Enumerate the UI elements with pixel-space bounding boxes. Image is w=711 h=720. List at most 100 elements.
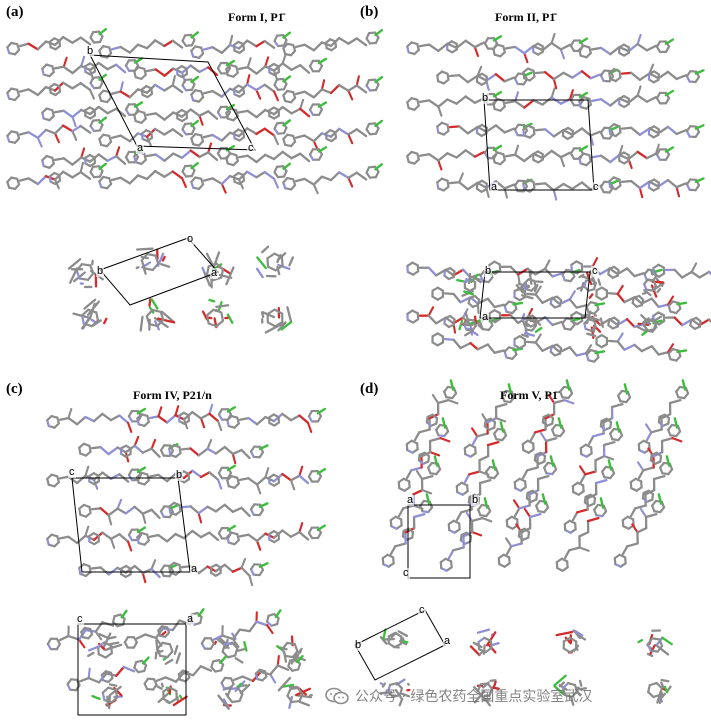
molecule <box>637 379 690 454</box>
molecule <box>78 498 179 526</box>
molecule <box>436 65 533 91</box>
panel-c-upper-axis-a: a <box>190 563 199 575</box>
unit-cell <box>99 237 219 306</box>
molecule <box>168 501 269 524</box>
molecule-stack <box>379 678 411 707</box>
panel-a-label: (a) <box>6 4 24 20</box>
molecule-stack <box>135 247 171 275</box>
molecule <box>282 28 384 57</box>
molecule <box>613 493 666 568</box>
molecule <box>41 101 144 128</box>
molecule <box>46 407 147 433</box>
molecule <box>522 67 619 90</box>
molecule <box>463 383 516 458</box>
molecule <box>439 497 493 572</box>
panel-d-label: (d) <box>360 381 379 397</box>
molecule-stack <box>473 679 500 707</box>
molecule-stack <box>456 272 482 297</box>
molecule <box>608 123 705 139</box>
molecule <box>436 172 533 199</box>
molecule <box>6 161 108 191</box>
molecule-stack <box>647 678 672 705</box>
molecule <box>492 144 589 168</box>
molecule-stack <box>201 251 235 289</box>
molecule <box>431 332 524 360</box>
molecule <box>225 146 328 167</box>
panel-a-lower-axis-o: o <box>186 233 195 245</box>
molecule <box>578 85 675 110</box>
molecule <box>282 75 384 104</box>
molecule <box>652 262 711 279</box>
molecule <box>563 459 616 534</box>
panel-d-lower-axis-c: c <box>418 604 426 616</box>
molecule <box>595 284 688 315</box>
molecule <box>405 379 459 454</box>
panel-c-label: (c) <box>6 381 23 397</box>
panel-a-lower-axis-b: b <box>96 265 105 277</box>
panel-b-lower-axis-b: b <box>484 265 493 277</box>
molecule <box>168 438 269 465</box>
panel-b-upper-axis-a: a <box>490 181 499 193</box>
molecule <box>406 35 503 58</box>
molecule <box>608 63 705 84</box>
molecule <box>6 28 108 56</box>
molecule <box>571 421 624 496</box>
molecule <box>98 31 200 59</box>
molecule-stack <box>155 682 188 707</box>
molecule <box>555 497 608 572</box>
molecule <box>78 435 179 463</box>
panel-d-lower-axis-b: b <box>354 639 363 651</box>
molecule-stack <box>91 683 124 710</box>
molecule-stack <box>641 270 665 298</box>
molecule <box>98 162 200 190</box>
molecule <box>226 407 327 433</box>
panel-a-lower-axis-a: a <box>210 267 219 279</box>
molecule <box>608 176 705 199</box>
molecule-stack <box>635 314 663 336</box>
molecule <box>436 121 533 137</box>
molecule-stack <box>581 310 605 339</box>
molecule <box>578 33 675 59</box>
molecule <box>629 417 683 492</box>
panel-a-title: Form I, P1̄ <box>228 10 284 24</box>
molecule-stack <box>67 258 104 289</box>
unit-cell <box>407 504 471 579</box>
molecule <box>6 73 108 102</box>
molecule <box>46 525 147 552</box>
molecule-stack <box>469 628 500 657</box>
molecule <box>78 559 179 584</box>
unit-cell <box>479 271 591 319</box>
molecule <box>226 522 327 551</box>
molecule <box>282 163 384 195</box>
molecule-stack <box>515 270 544 300</box>
molecule <box>282 119 384 151</box>
molecule <box>497 493 550 568</box>
molecule <box>513 285 606 315</box>
watermark-text: 公众号 · 绿色农药全国重点实验室武汉 <box>355 689 593 705</box>
molecule <box>579 383 632 458</box>
molecule <box>652 311 711 330</box>
molecule <box>136 524 237 546</box>
molecule-stack <box>379 628 409 649</box>
panel-b-label: (b) <box>360 4 379 20</box>
watermark: 公众号 · 绿色农药全国重点实验室武汉 <box>325 686 592 706</box>
molecule <box>220 654 304 690</box>
molecule <box>225 53 328 81</box>
molecule <box>389 455 442 530</box>
panel-d-lower-axis-a: a <box>443 635 452 647</box>
molecule <box>41 55 144 81</box>
panel-a-upper-axis-c: c <box>247 142 255 154</box>
molecule <box>168 557 269 587</box>
molecule <box>505 455 558 530</box>
molecule <box>133 59 236 83</box>
molecule-stack <box>520 313 543 338</box>
molecule-stack <box>458 311 484 337</box>
molecule <box>513 333 606 363</box>
molecule <box>133 103 236 126</box>
molecule-stack <box>637 629 673 658</box>
panel-d-upper-axis-a: a <box>406 494 415 506</box>
panel-c-lower-axis-c: c <box>76 613 84 625</box>
molecule <box>513 417 566 492</box>
molecule <box>98 119 200 148</box>
